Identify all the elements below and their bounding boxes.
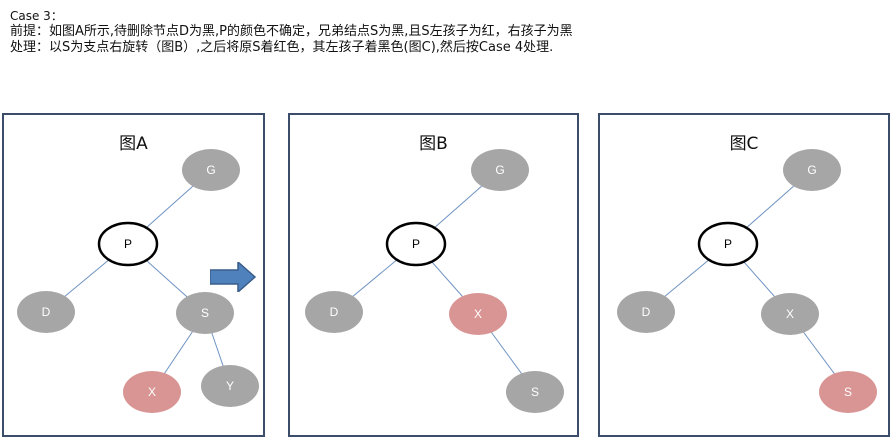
tree-a: G P D S X Y bbox=[17, 149, 259, 413]
node-y bbox=[201, 365, 259, 407]
node-p bbox=[697, 221, 759, 267]
node-label-s: S bbox=[201, 306, 209, 320]
panel-title: 图B bbox=[419, 134, 448, 154]
tree-c: G P D X S bbox=[617, 149, 877, 413]
node-x bbox=[123, 371, 181, 413]
node-p bbox=[385, 221, 447, 267]
node-label-g: G bbox=[807, 163, 816, 177]
node-s bbox=[819, 371, 877, 413]
panel-figure-c: 图C G P D X S bbox=[598, 113, 890, 437]
node-label-d: D bbox=[642, 305, 651, 319]
handling-text: 处理：以S为支点右旋转（图B）,之后将原S着红色，其左孩子着黑色(图C),然后按… bbox=[10, 40, 554, 55]
node-d bbox=[305, 291, 363, 333]
panel-figure-b: 图B G P D X S bbox=[288, 113, 579, 437]
tree-b: G P D X S bbox=[305, 149, 564, 413]
node-s bbox=[176, 292, 234, 334]
node-label-p: P bbox=[412, 237, 420, 251]
transition-arrow-icon bbox=[210, 262, 256, 292]
node-label-g: G bbox=[495, 163, 504, 177]
node-label-s: S bbox=[531, 385, 539, 399]
node-d bbox=[17, 291, 75, 333]
node-label-x: X bbox=[474, 307, 482, 321]
node-x bbox=[761, 293, 819, 335]
node-s bbox=[506, 371, 564, 413]
panel-title: 图A bbox=[119, 134, 148, 154]
description: Case 3： 前提：如图A所示,待删除节点D为黑,P的颜色不确定，兄弟结点S为… bbox=[10, 8, 573, 56]
node-label-y: Y bbox=[226, 379, 234, 393]
node-g bbox=[182, 149, 240, 191]
premise-text: 前提：如图A所示,待删除节点D为黑,P的颜色不确定，兄弟结点S为黑,且S左孩子为… bbox=[10, 24, 573, 39]
node-d bbox=[617, 291, 675, 333]
node-label-g: G bbox=[206, 163, 215, 177]
node-label-d: D bbox=[330, 305, 339, 319]
node-label-d: D bbox=[42, 305, 51, 319]
node-label-s: S bbox=[844, 385, 852, 399]
node-label-p: P bbox=[124, 237, 132, 251]
node-x bbox=[449, 293, 507, 335]
node-label-p: P bbox=[724, 237, 732, 251]
panel-title: 图C bbox=[729, 134, 759, 154]
node-p bbox=[97, 221, 159, 267]
node-label-x: X bbox=[148, 385, 156, 399]
node-g bbox=[783, 149, 841, 191]
node-g bbox=[471, 149, 529, 191]
node-label-x: X bbox=[786, 307, 794, 321]
case-title: Case 3： bbox=[10, 9, 63, 23]
